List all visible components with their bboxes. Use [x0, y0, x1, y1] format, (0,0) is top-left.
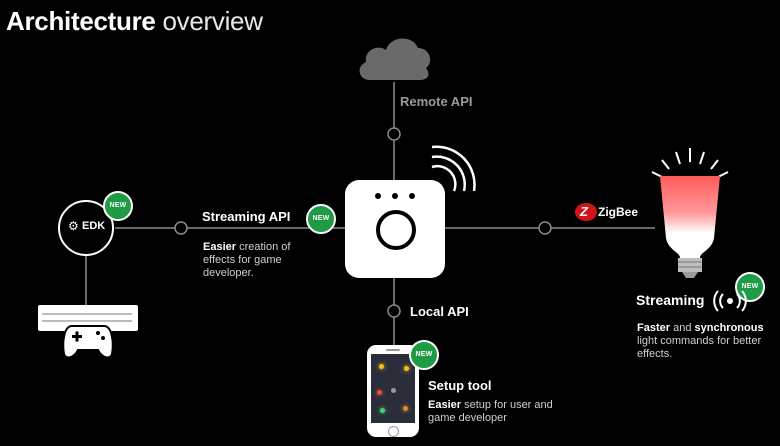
- setup-tool-label: Setup tool: [428, 378, 492, 393]
- streaming-label: Streaming: [636, 292, 705, 308]
- streaming-desc-bold2: synchronous: [694, 322, 764, 334]
- setup-tool-desc-rest: setup for user and game developer: [428, 399, 553, 424]
- setup-tool-description: Easier setup for user and game developer: [428, 399, 558, 425]
- page-title: Architecture overview: [6, 6, 263, 37]
- hue-bridge: [345, 180, 445, 278]
- new-badge-setup-tool: NEW: [409, 340, 439, 370]
- connector-knob-streaming: [174, 221, 188, 235]
- bridge-button: [376, 210, 416, 250]
- streaming-desc-mid: and: [670, 322, 695, 334]
- streaming-api-desc-rest: creation of effects for game developer.: [203, 241, 291, 279]
- broadcast-icon: [713, 290, 747, 312]
- setup-tool-desc-bold: Easier: [428, 399, 462, 411]
- connector-knob-remote: [387, 127, 401, 141]
- new-badge-streaming: NEW: [735, 272, 765, 302]
- title-light: overview: [162, 6, 264, 36]
- streaming-description: Faster and synchronous light commands fo…: [637, 322, 779, 361]
- gamepad-icon: [62, 325, 114, 359]
- zigbee-label: ZigBee: [598, 205, 639, 219]
- streaming-desc-bold1: Faster: [637, 322, 671, 334]
- new-badge-edk: NEW: [103, 191, 133, 221]
- zigbee-logo-icon: Z: [575, 203, 597, 221]
- phone-screen: [371, 354, 415, 423]
- remote-api-label: Remote API: [400, 94, 473, 109]
- title-bold: Architecture: [6, 6, 156, 36]
- gear-icon: ⚙: [68, 219, 79, 233]
- streaming-desc-rest: light commands for better effects.: [637, 335, 762, 360]
- connector-knob-local: [387, 304, 401, 318]
- wireless-icon: [431, 145, 476, 192]
- connector-knob-zigbee: [538, 221, 552, 235]
- streaming-api-description: Easier creation of effects for game deve…: [203, 241, 318, 280]
- edk-label: EDK: [82, 220, 106, 232]
- streaming-api-desc-bold: Easier: [203, 241, 237, 253]
- local-api-label: Local API: [410, 304, 469, 319]
- new-badge-streaming-api: NEW: [306, 204, 336, 234]
- light-bulb-icon: [651, 148, 729, 278]
- streaming-api-label: Streaming API: [202, 209, 291, 224]
- cloud-icon: [359, 38, 431, 80]
